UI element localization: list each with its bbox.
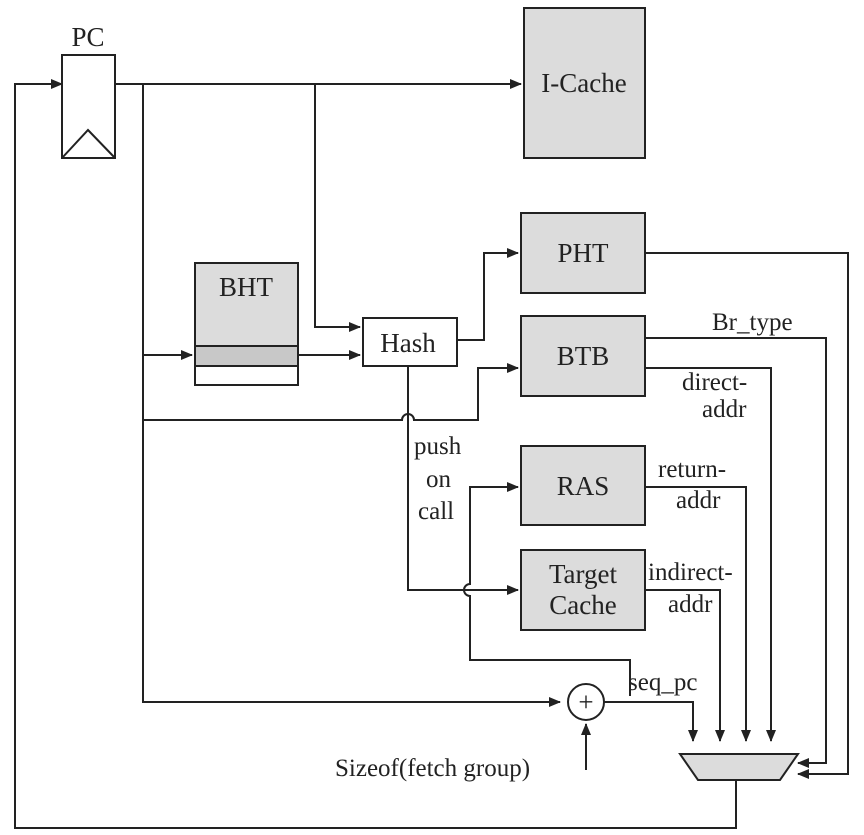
ras-label: RAS bbox=[557, 471, 610, 501]
seq-to-ras-wire bbox=[463, 482, 631, 696]
push-label-1: push bbox=[414, 433, 462, 460]
target-cache-label-line2: Cache bbox=[549, 590, 616, 620]
pc-label: PC bbox=[71, 22, 104, 52]
adder-label: + bbox=[578, 687, 593, 717]
target-cache-label-line1: Target bbox=[549, 559, 618, 589]
mux-to-pc-wire bbox=[14, 79, 737, 829]
pc-to-btb-wire bbox=[143, 363, 519, 421]
ras-block: RAS bbox=[520, 445, 646, 526]
return-addr-wire bbox=[645, 486, 751, 742]
sizeof-label: Sizeof(fetch group) bbox=[335, 755, 530, 782]
icache-label: I-Cache bbox=[541, 68, 626, 98]
pc-register: PC bbox=[61, 22, 116, 159]
adder-block: + bbox=[567, 683, 605, 721]
btb-label: BTB bbox=[557, 341, 610, 371]
pc-bus-trunk bbox=[142, 84, 561, 707]
hash-block: Hash bbox=[362, 317, 458, 367]
direct-addr-label-1: direct- bbox=[682, 369, 747, 396]
push-label-3: call bbox=[418, 498, 454, 525]
hash-to-target-wire bbox=[407, 366, 519, 595]
pc-to-hash-wire bbox=[314, 84, 361, 332]
mux-block bbox=[678, 753, 800, 781]
br-type-label: Br_type bbox=[712, 309, 793, 336]
direct-addr-wire bbox=[645, 367, 776, 742]
return-addr-label-2: addr bbox=[676, 487, 721, 514]
direct-addr-label-2: addr bbox=[702, 396, 747, 423]
wires bbox=[14, 79, 849, 829]
seq-pc-wire bbox=[604, 701, 698, 742]
bht-label: BHT bbox=[219, 272, 274, 302]
push-label-2: on bbox=[426, 466, 452, 493]
hash-label: Hash bbox=[380, 328, 436, 358]
indirect-addr-label-1: indirect- bbox=[648, 559, 733, 586]
indirect-addr-wire bbox=[645, 589, 725, 742]
watermark-text: 掘金技术社区 @ AI_in_BSP bbox=[530, 787, 804, 812]
hash-to-pht-wire bbox=[457, 248, 519, 341]
signal-labels: Br_type direct- addr push on call return… bbox=[335, 309, 793, 782]
indirect-addr-label-2: addr bbox=[668, 591, 713, 618]
pht-label: PHT bbox=[557, 238, 609, 268]
icache-block: I-Cache bbox=[523, 7, 646, 159]
seq-pc-label: seq_pc bbox=[628, 669, 697, 696]
pht-block: PHT bbox=[520, 212, 646, 294]
btb-block: BTB bbox=[520, 315, 646, 397]
br-type-wire bbox=[645, 337, 827, 768]
return-addr-label-1: return- bbox=[658, 456, 726, 483]
bht-block: BHT bbox=[194, 262, 299, 386]
pht-to-mux-wire bbox=[645, 252, 849, 779]
target-cache-block: Target Cache bbox=[520, 549, 646, 631]
